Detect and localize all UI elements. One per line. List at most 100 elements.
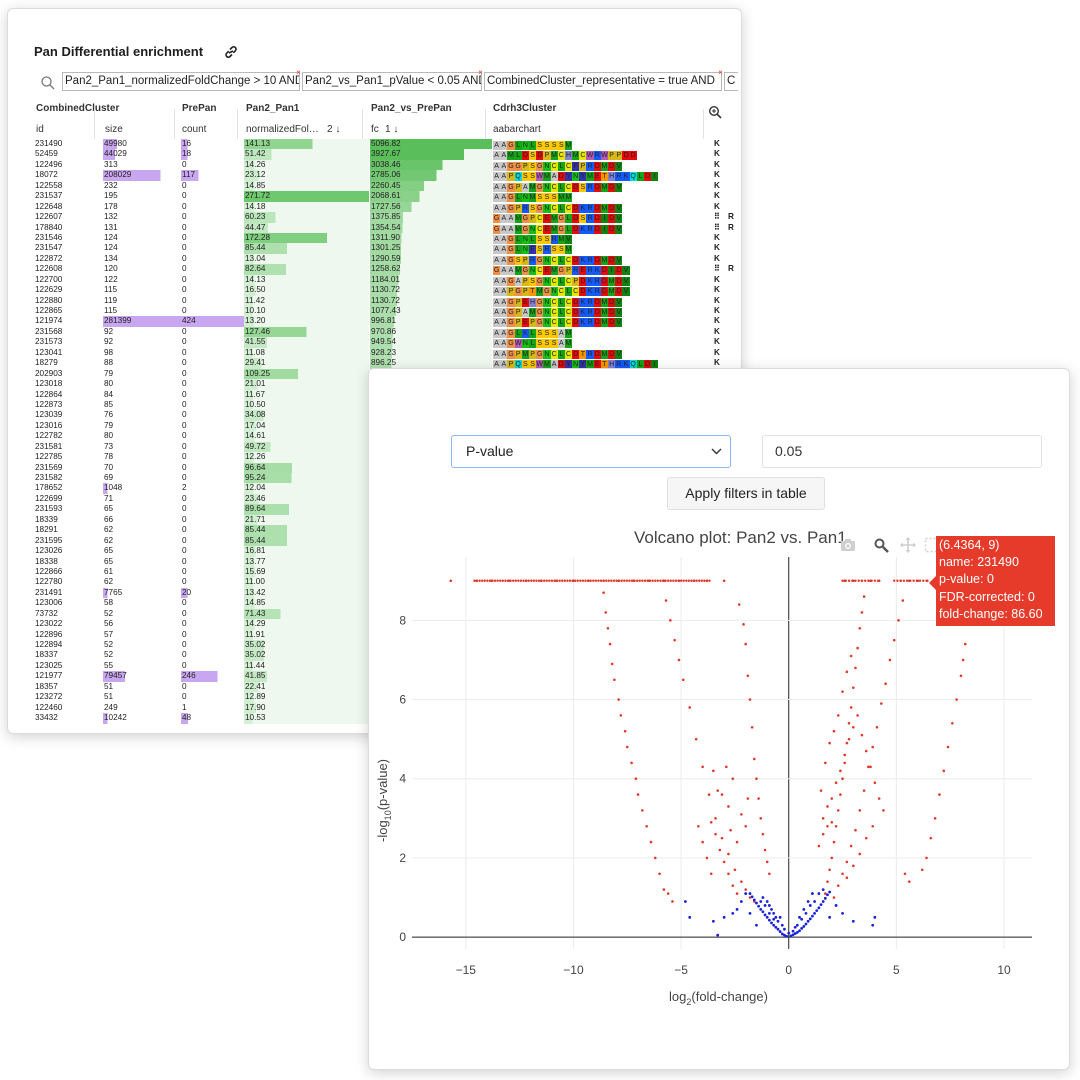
cell-size: 208029 xyxy=(103,170,181,181)
column-header-count[interactable]: count xyxy=(182,124,207,135)
camera-icon[interactable] xyxy=(840,537,856,553)
cell-normalized-fold-change: 14.61 xyxy=(244,431,369,442)
significant-point xyxy=(594,579,598,582)
cell-flag: K xyxy=(714,243,720,253)
significant-point xyxy=(705,856,709,860)
remove-filter-icon[interactable]: × xyxy=(478,68,483,77)
significant-point xyxy=(707,793,711,796)
metric-select[interactable]: P-value xyxy=(451,435,731,468)
significant-point xyxy=(873,781,877,784)
cell-count: 0 xyxy=(182,285,187,295)
non-significant-point xyxy=(744,892,748,895)
significant-point xyxy=(744,642,747,646)
significant-point xyxy=(620,579,623,582)
cell-flag: K xyxy=(714,337,720,347)
column-header-aabarchart[interactable]: aabarchart xyxy=(493,124,541,135)
threshold-input[interactable]: 0.05 xyxy=(762,435,1042,468)
cell-fold-change: 3927.67 xyxy=(370,149,492,160)
cell-count: 0 xyxy=(182,431,187,441)
cell-size: 51 xyxy=(104,681,114,691)
significant-point xyxy=(869,765,872,769)
remove-filter-icon[interactable]: × xyxy=(718,68,723,77)
zoom-in-icon[interactable] xyxy=(708,105,722,119)
significant-point xyxy=(656,579,660,582)
cell-size: 44029 xyxy=(103,149,181,160)
non-significant-point xyxy=(763,913,767,917)
column-header-id[interactable]: id xyxy=(36,124,44,135)
non-significant-point xyxy=(767,904,771,907)
x-axis-label: log2(fold-change) xyxy=(669,989,768,1007)
pan-icon[interactable] xyxy=(900,537,916,553)
significant-point xyxy=(619,714,623,717)
cell-id: 123272 xyxy=(35,692,63,702)
cell-count: 20 xyxy=(181,587,244,599)
box-select-icon[interactable] xyxy=(924,537,940,553)
cell-size: 62 xyxy=(104,525,114,535)
filter-chip[interactable]: C xyxy=(724,72,738,91)
cell-fold-change: 2785.06 xyxy=(370,170,492,181)
x-tick-label: 0 xyxy=(785,963,792,977)
cell-normalized-fold-change: 14.85 xyxy=(244,598,369,609)
zoom-icon[interactable] xyxy=(873,537,889,553)
sort-indicator[interactable]: 1 ↓ xyxy=(385,124,399,135)
non-significant-point xyxy=(808,917,812,921)
filter-chip[interactable]: Pan2_Pan1_normalizedFoldChange > 10 AND xyxy=(62,72,300,91)
cell-id: 231491 xyxy=(35,587,63,597)
significant-point xyxy=(612,579,616,582)
significant-point xyxy=(602,591,605,594)
cell-count: 0 xyxy=(182,420,187,430)
significant-point xyxy=(610,662,614,666)
link-icon[interactable] xyxy=(224,46,238,58)
x-tick-label: 5 xyxy=(893,963,900,977)
significant-point xyxy=(834,824,838,828)
cell-count: 0 xyxy=(182,159,187,169)
cell-count: 0 xyxy=(182,660,187,670)
search-icon[interactable] xyxy=(40,75,56,91)
apply-filters-button[interactable]: Apply filters in table xyxy=(667,477,825,510)
cell-normalized-fold-change: 17.90 xyxy=(244,702,369,714)
cell-size: 195 xyxy=(104,191,118,201)
non-significant-point xyxy=(755,901,758,905)
column-header-fc[interactable]: fc xyxy=(371,124,379,135)
sort-indicator[interactable]: 2 ↓ xyxy=(327,124,341,135)
significant-point xyxy=(701,765,704,769)
column-header-normalized[interactable]: normalizedFol… xyxy=(246,124,319,135)
cell-size: 73 xyxy=(104,441,114,451)
remove-filter-icon[interactable]: × xyxy=(296,68,301,77)
cell-flag: K xyxy=(714,139,720,148)
filter-chip[interactable]: Pan2_vs_Pan1_pValue < 0.05 AND xyxy=(302,72,482,91)
cell-normalized-fold-change: 17.04 xyxy=(244,420,369,432)
significant-point xyxy=(828,868,831,872)
filter-chip[interactable]: CombinedCluster_representative = true AN… xyxy=(484,72,722,91)
cell-id: 122648 xyxy=(35,201,63,211)
column-header-size[interactable]: size xyxy=(105,124,123,135)
x-tick-label: −10 xyxy=(563,963,584,977)
cell-flag: K xyxy=(714,253,720,263)
cell-count: 0 xyxy=(182,608,187,618)
